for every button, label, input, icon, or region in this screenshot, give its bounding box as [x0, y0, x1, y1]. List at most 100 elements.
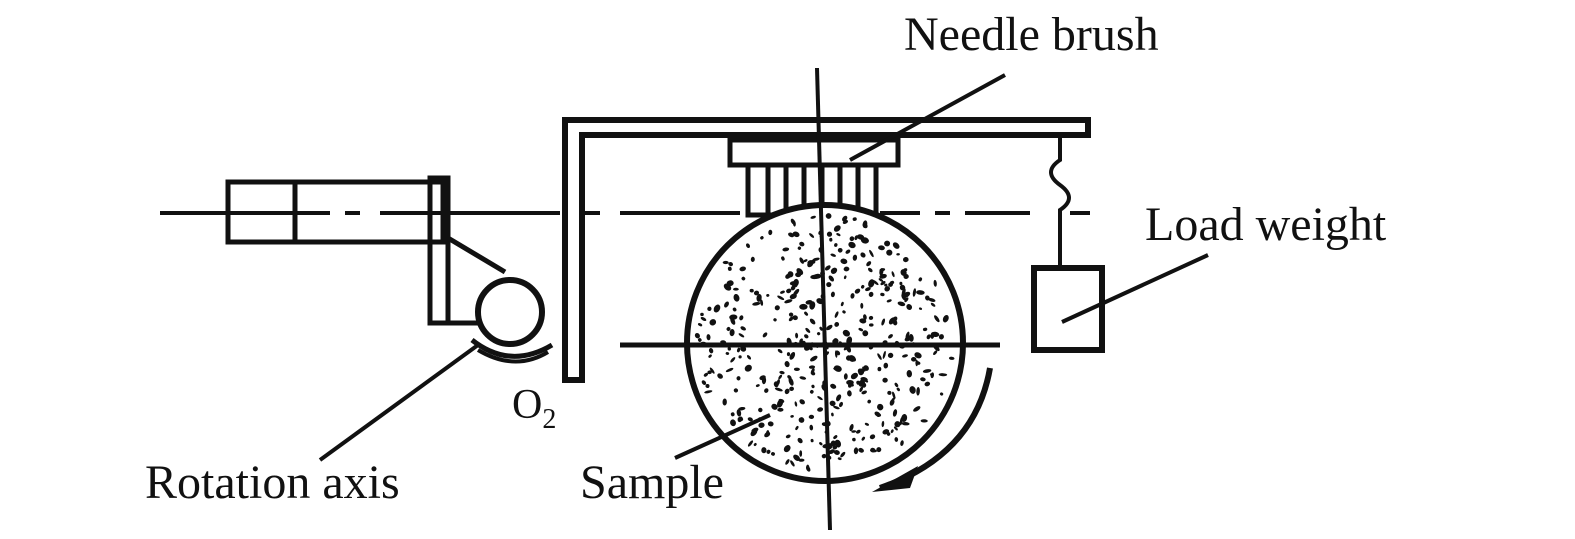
- speckle-dot: [892, 391, 896, 399]
- speckle-dot: [830, 383, 837, 389]
- speckle-dot: [901, 421, 910, 426]
- speckle-dot: [918, 277, 923, 282]
- speckle-dot: [810, 215, 816, 219]
- speckle-dot: [933, 279, 937, 287]
- speckle-dot: [857, 368, 863, 375]
- speckle-dot: [826, 282, 832, 288]
- speckle-dot: [707, 306, 712, 311]
- speckle-dot: [849, 424, 854, 432]
- speckle-dot: [894, 382, 899, 388]
- speckle-dot: [805, 465, 811, 472]
- speckle-dot: [828, 275, 835, 282]
- speckle-dot: [789, 386, 794, 392]
- speckle-dot: [930, 302, 936, 307]
- speckle-dot: [776, 399, 784, 408]
- speckle-dot: [930, 332, 935, 339]
- speckle-dot: [863, 314, 867, 320]
- speckle-dot: [912, 288, 917, 297]
- speckle-dot: [727, 347, 732, 351]
- speckle-dot: [918, 307, 923, 310]
- speckle-dot: [722, 398, 727, 406]
- speckle-dot: [880, 281, 886, 286]
- speckle-dot: [850, 293, 855, 299]
- speckle-dot: [733, 293, 740, 302]
- speckle-dot: [948, 356, 955, 360]
- speckle-dot: [858, 447, 864, 453]
- speckle-dot: [752, 302, 761, 306]
- speckle-dot: [740, 326, 746, 331]
- speckle-dot: [853, 447, 859, 455]
- speckle-dot: [727, 266, 732, 271]
- speckle-dot: [736, 409, 742, 417]
- speckle-dot: [746, 243, 750, 249]
- speckle-dot: [834, 311, 839, 318]
- speckle-dot: [809, 389, 814, 394]
- speckle-dot: [922, 327, 928, 332]
- speckle-dot: [860, 302, 864, 309]
- speckle-dot: [804, 334, 809, 339]
- speckle-dot: [795, 332, 799, 339]
- speckle-dot: [886, 249, 893, 256]
- pivot-wheel: [470, 277, 554, 364]
- speckle-dot: [697, 338, 702, 342]
- speckle-dot: [809, 233, 815, 238]
- speckle-dot: [876, 413, 882, 417]
- speckle-dot: [766, 293, 770, 297]
- speckle-dot: [713, 304, 721, 313]
- speckle-dot: [852, 254, 858, 261]
- speckle-dot: [799, 376, 807, 380]
- speckle-dot: [739, 266, 746, 272]
- speckle-dot: [933, 350, 938, 356]
- speckle-dot: [938, 373, 948, 377]
- leader-needle-brush: [849, 73, 1006, 162]
- speckle-dot: [849, 382, 854, 387]
- speckle-dot: [834, 243, 838, 247]
- spring: [1049, 135, 1071, 268]
- speckle-dot: [883, 362, 889, 369]
- speckle-dot: [755, 384, 760, 388]
- speckle-dot: [726, 280, 734, 287]
- speckle-dot: [833, 435, 838, 440]
- speckle-dot: [810, 368, 815, 375]
- speckle-dot: [726, 327, 731, 331]
- speckle-dot: [897, 301, 906, 307]
- speckle-dot: [728, 262, 734, 267]
- speckle-dot: [694, 333, 700, 339]
- speckle-dot: [729, 314, 738, 320]
- speckle-dot: [764, 388, 769, 393]
- speckle-dot: [882, 350, 886, 359]
- speckle-dot: [939, 392, 944, 396]
- speckle-dot: [756, 293, 762, 302]
- speckle-dot: [747, 417, 753, 422]
- speckle-dot: [848, 355, 856, 362]
- speckle-dot: [799, 241, 805, 247]
- speckle-dot: [788, 232, 795, 238]
- speckle-dot: [697, 323, 703, 327]
- speckle-dot: [892, 409, 898, 417]
- speckle-dot: [817, 407, 824, 412]
- speckle-dot: [858, 327, 864, 332]
- speckle-dot: [848, 241, 856, 249]
- speckle-dot: [747, 440, 754, 447]
- speckle-dot: [879, 273, 887, 279]
- speckle-dot: [736, 347, 741, 353]
- speckle-dot: [869, 249, 874, 258]
- speckle-dot: [766, 449, 771, 454]
- speckle-dot: [862, 220, 868, 229]
- speckle-dot: [833, 367, 841, 372]
- speckle-dot: [738, 406, 746, 411]
- speckle-dot: [830, 267, 838, 274]
- speckle-dot: [810, 274, 819, 280]
- speckle-dot: [717, 373, 723, 379]
- speckle-dot: [826, 231, 833, 237]
- speckle-dot: [821, 453, 827, 459]
- speckle-dot: [811, 384, 815, 389]
- speckle-dot: [704, 390, 713, 394]
- label-pivot: O2: [512, 382, 556, 435]
- speckle-dot: [774, 387, 783, 392]
- speckle-dot: [739, 315, 744, 321]
- speckle-dot: [826, 324, 833, 331]
- speckle-dot: [860, 377, 868, 382]
- speckle-dot: [805, 327, 811, 333]
- speckle-dot: [870, 449, 877, 453]
